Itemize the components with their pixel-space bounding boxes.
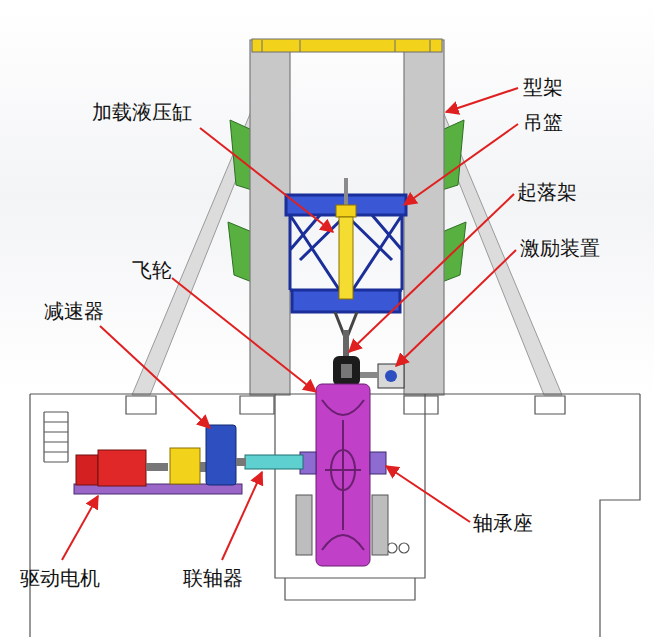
part-label: 型架: [523, 75, 563, 99]
basket: [286, 195, 406, 312]
part-label: 联轴器: [183, 566, 243, 590]
top-beam: [252, 39, 442, 52]
part-label: 吊篮: [523, 110, 563, 134]
part-label: 加载液压缸: [92, 100, 192, 124]
part-label: 起落架: [517, 180, 577, 204]
bearing-seat: [300, 452, 386, 474]
frame-brace: [132, 95, 562, 395]
part-label: 驱动电机: [20, 566, 100, 590]
part-label: 激励装置: [520, 236, 600, 260]
leader-arrow: [62, 88, 518, 560]
part-label: 飞轮: [132, 258, 172, 282]
flywheel: [316, 384, 370, 566]
landing-gear: [333, 312, 360, 386]
drive-train: [74, 425, 246, 494]
hydraulic-cylinder: [336, 178, 356, 299]
frame-pillar: [250, 40, 444, 395]
part-label: 轴承座: [473, 511, 533, 535]
part-label: 减速器: [44, 299, 104, 323]
coupling: [245, 455, 303, 469]
support-column: [296, 495, 388, 555]
